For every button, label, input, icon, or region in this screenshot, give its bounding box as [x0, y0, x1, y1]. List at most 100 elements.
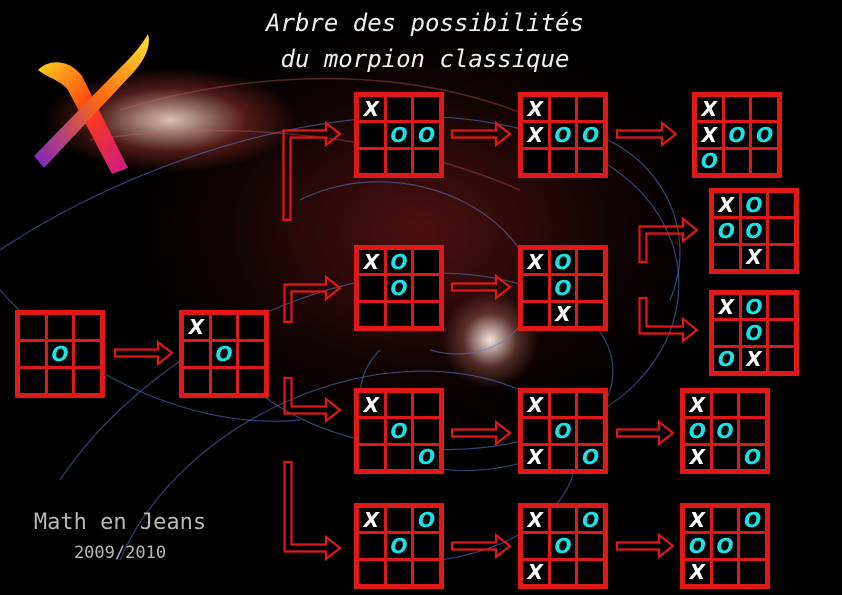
arrow-b3b-to-b4b — [450, 273, 512, 301]
empty-cell — [769, 295, 794, 319]
empty-cell — [712, 393, 738, 417]
o-mark: O — [550, 419, 576, 443]
empty-cell — [239, 342, 264, 366]
empty-cell — [578, 560, 603, 584]
x-logo-icon — [30, 28, 160, 178]
empty-cell — [20, 315, 45, 339]
o-mark: O — [741, 193, 767, 217]
empty-cell — [184, 369, 209, 393]
empty-cell — [75, 369, 100, 393]
empty-cell — [578, 276, 603, 300]
empty-cell — [386, 445, 412, 469]
empty-cell — [769, 321, 794, 345]
empty-cell — [523, 534, 548, 558]
empty-cell — [740, 393, 765, 417]
arrow-b2-to-b3c — [283, 376, 342, 424]
empty-cell — [386, 302, 412, 326]
empty-cell — [550, 445, 576, 469]
empty-cell — [523, 419, 548, 443]
empty-cell — [386, 149, 412, 173]
o-mark: O — [550, 250, 576, 274]
arrow-b4b-to-b5b2 — [638, 296, 699, 344]
empty-cell — [523, 302, 548, 326]
o-mark: O — [685, 534, 710, 558]
empty-cell — [414, 149, 439, 173]
arrow-b2-to-b3b — [283, 274, 342, 324]
o-mark: O — [714, 347, 739, 371]
credit-label: Math en Jeans — [33, 510, 207, 535]
o-mark: O — [578, 445, 603, 469]
empty-cell — [47, 315, 73, 339]
x-mark: X — [523, 560, 548, 584]
empty-cell — [359, 123, 384, 147]
o-mark: O — [578, 123, 603, 147]
empty-cell — [47, 369, 73, 393]
o-mark: O — [741, 219, 767, 243]
arrow-b2-to-b3d — [283, 460, 342, 562]
empty-cell — [359, 302, 384, 326]
o-mark: O — [414, 123, 439, 147]
empty-cell — [359, 276, 384, 300]
o-mark: O — [712, 534, 738, 558]
arrow-b4c-to-b5c — [615, 419, 675, 447]
empty-cell — [184, 342, 209, 366]
x-mark: X — [523, 508, 548, 532]
x-mark: X — [685, 393, 710, 417]
empty-cell — [740, 419, 765, 443]
x-mark: X — [685, 445, 710, 469]
x-mark: X — [184, 315, 209, 339]
empty-cell — [550, 508, 576, 532]
x-mark: X — [523, 123, 548, 147]
o-mark: O — [712, 419, 738, 443]
arrow-b2-to-b3a — [282, 120, 342, 222]
x-mark: X — [523, 445, 548, 469]
diagram-title-line-1: Arbre des possibilités — [266, 9, 584, 37]
x-mark: X — [685, 508, 710, 532]
arrow-b1-to-b2 — [113, 339, 174, 367]
empty-cell — [712, 445, 738, 469]
x-mark: X — [741, 245, 767, 269]
o-mark: O — [47, 342, 73, 366]
empty-cell — [714, 321, 739, 345]
o-mark: O — [741, 295, 767, 319]
arrow-b3a-to-b4a — [450, 120, 512, 148]
empty-cell — [359, 560, 384, 584]
x-mark: X — [697, 97, 722, 121]
arrow-b4b-to-b5b1 — [638, 216, 699, 264]
empty-cell — [414, 302, 439, 326]
empty-cell — [714, 245, 739, 269]
empty-cell — [359, 445, 384, 469]
empty-cell — [239, 369, 264, 393]
o-mark: O — [550, 123, 576, 147]
empty-cell — [769, 245, 794, 269]
tictactoe-board-b1: O — [15, 310, 105, 398]
empty-cell — [386, 508, 412, 532]
empty-cell — [239, 315, 264, 339]
empty-cell — [523, 276, 548, 300]
x-mark: X — [550, 302, 576, 326]
o-mark: O — [414, 508, 439, 532]
empty-cell — [359, 419, 384, 443]
x-mark: X — [359, 393, 384, 417]
empty-cell — [578, 250, 603, 274]
empty-cell — [578, 419, 603, 443]
o-mark: O — [386, 123, 412, 147]
empty-cell — [359, 534, 384, 558]
empty-cell — [578, 302, 603, 326]
o-mark: O — [740, 445, 765, 469]
empty-cell — [414, 560, 439, 584]
empty-cell — [740, 560, 765, 584]
empty-cell — [414, 534, 439, 558]
credit-year: 2009/2010 — [73, 543, 167, 563]
o-mark: O — [741, 321, 767, 345]
empty-cell — [414, 393, 439, 417]
